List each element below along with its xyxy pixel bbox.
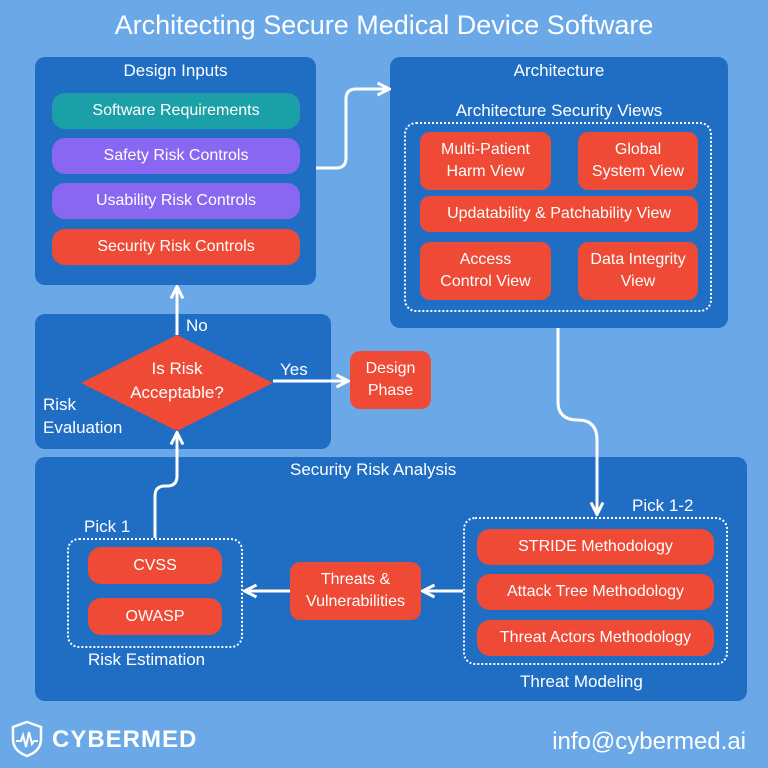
data-integrity-view: Data Integrity View — [578, 242, 698, 300]
risk-estimation-label: Risk Estimation — [88, 650, 206, 669]
updatability-patchability-view: Updatability & Patchability View — [420, 196, 698, 232]
architecture-views-group — [404, 122, 712, 312]
multi-patient-harm-view: Multi-Patient Harm View — [420, 132, 551, 190]
owasp-pill: OWASP — [88, 598, 222, 635]
cybermed-logo — [10, 720, 44, 758]
global-system-view: Global System View — [578, 132, 698, 190]
pick1-label: Pick 1 — [84, 517, 131, 536]
threat-actors-methodology-pill: Threat Actors Methodology — [477, 620, 714, 656]
architecture-security-views-title: Architecture Security Views — [455, 101, 663, 120]
no-label: No — [186, 316, 208, 335]
brand-name: CYBERMED — [52, 726, 198, 753]
contact-email[interactable]: info@cybermed.ai — [552, 728, 746, 755]
safety-risk-controls-pill: Safety Risk Controls — [52, 138, 300, 174]
decision-text: Is Risk Acceptable? — [130, 359, 224, 402]
decision-diamond — [81, 335, 273, 431]
threat-modeling-group — [463, 517, 728, 665]
threat-modeling-label: Threat Modeling — [520, 672, 643, 691]
architecture-title: Architecture — [513, 61, 605, 80]
security-risk-controls-pill: Security Risk Controls — [52, 229, 300, 265]
usability-risk-controls-pill: Usability Risk Controls — [52, 183, 300, 219]
page-title: Architecting Secure Medical Device Softw… — [114, 10, 654, 40]
pick12-label: Pick 1-2 — [632, 496, 694, 515]
risk-estimation-group — [67, 538, 243, 648]
attack-tree-methodology-pill: Attack Tree Methodology — [477, 574, 714, 610]
security-risk-analysis-title: Security Risk Analysis — [290, 460, 457, 479]
arrow-inputs-to-architecture — [316, 89, 388, 170]
stride-methodology-pill: STRIDE Methodology — [477, 529, 714, 565]
shield-icon — [11, 720, 43, 758]
threats-vulnerabilities-box: Threats & Vulnerabilities — [290, 562, 421, 620]
access-control-view: Access Control View — [420, 242, 551, 300]
design-inputs-title: Design Inputs — [123, 61, 228, 80]
design-phase-box: Design Phase — [350, 351, 431, 409]
arrow-architecture-to-threat-modeling — [556, 328, 597, 513]
software-requirements-pill: Software Requirements — [52, 93, 300, 129]
yes-label: Yes — [280, 360, 308, 379]
cvss-pill: CVSS — [88, 547, 222, 584]
arrow-risk-estimation-to-decision — [153, 434, 177, 538]
risk-evaluation-label: Risk Evaluation — [43, 395, 123, 437]
